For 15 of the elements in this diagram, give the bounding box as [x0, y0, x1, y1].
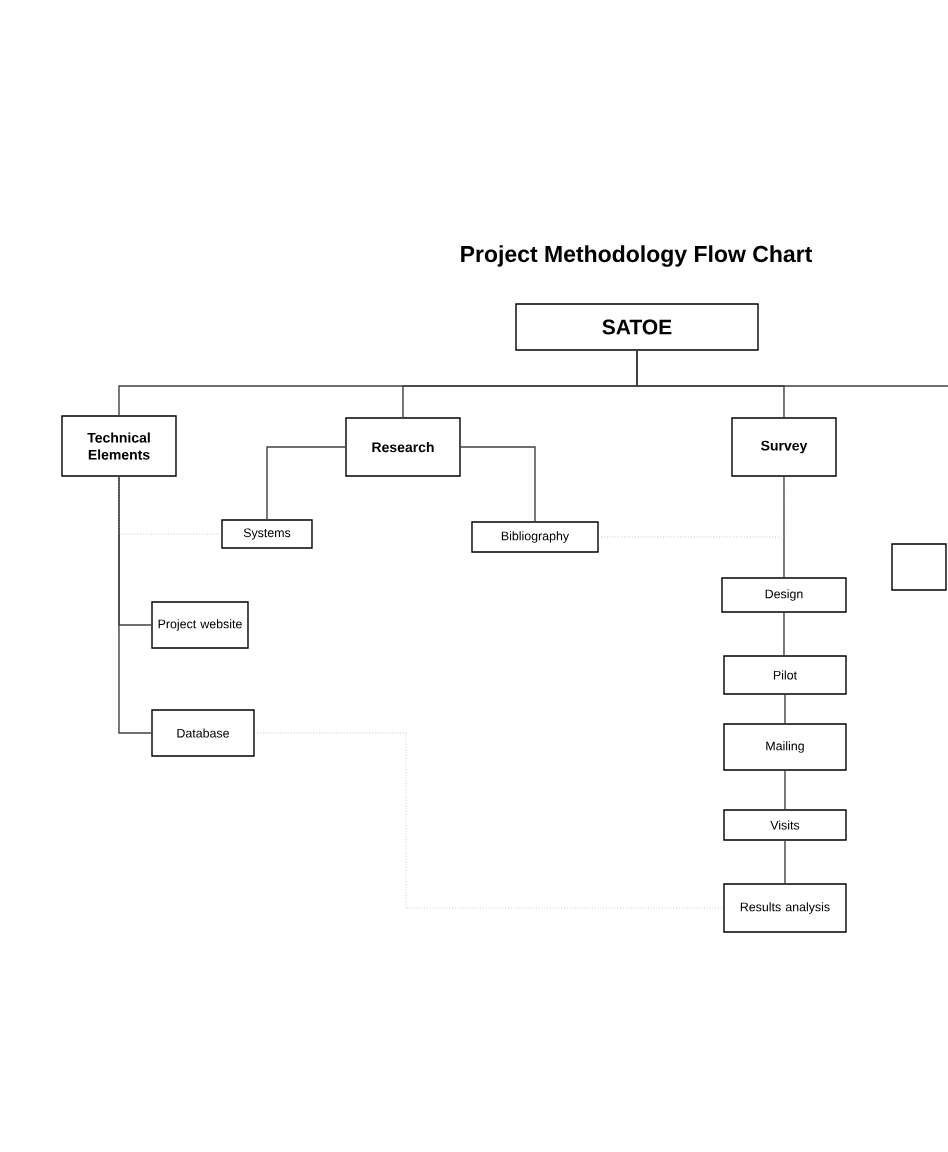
- title: Project Methodology Flow Chart: [461, 245, 813, 267]
- connector-line: [783, 476, 785, 578]
- partial-box: [891, 543, 947, 591]
- connector-line: [266, 446, 346, 520]
- dotted-connector: [254, 732, 724, 909]
- connector-line: [784, 840, 786, 884]
- connector-line: [784, 770, 786, 810]
- root-box: SATOE: [515, 303, 759, 351]
- connector-line: [784, 694, 786, 724]
- connector-line: [460, 446, 536, 522]
- connector-line: [118, 476, 152, 734]
- connector-line: [636, 350, 948, 387]
- dotted-connector: [118, 476, 222, 535]
- connector-line: [783, 612, 785, 656]
- dotted-connector: [598, 476, 785, 538]
